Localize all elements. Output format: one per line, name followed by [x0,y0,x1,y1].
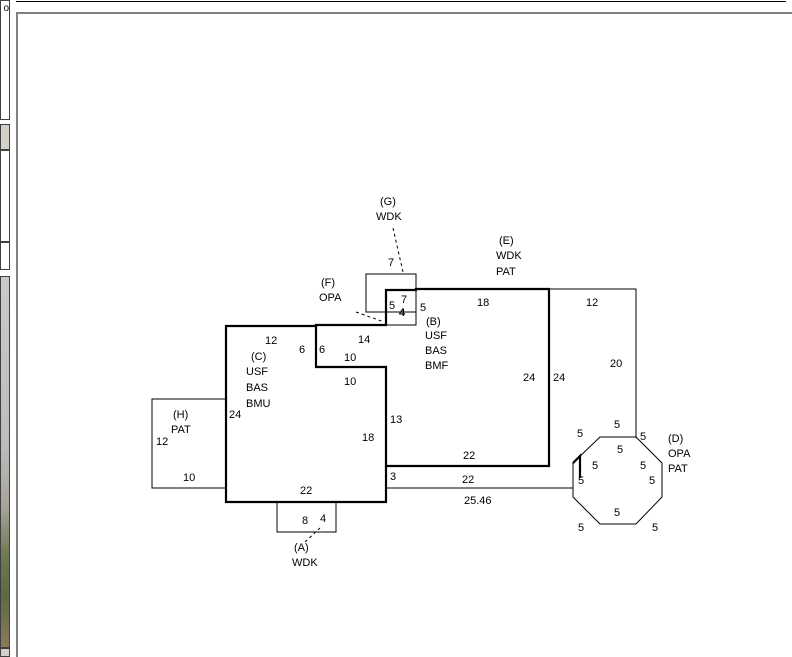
dim-d-bottomright-outer: 5 [652,522,658,534]
dim-notch-right: 5 [420,302,426,314]
dim-d-right-outer: 5 [649,475,655,487]
g-leader [392,227,404,273]
area-b-label: (B) [426,316,441,328]
left-small-box [0,242,10,270]
sketch-frame [16,12,792,657]
area-h-code-1: PAT [171,424,191,436]
main-building-outline [224,287,551,504]
dim-c-step-horizontal: 10 [344,352,356,364]
area-c-code-2: BAS [246,382,268,394]
area-g-label: (G) [380,196,396,208]
area-a-label: (A) [294,542,309,554]
area-e-label: (E) [499,235,514,247]
dim-c-step-inner: 10 [344,376,356,388]
d-bold-corner [572,453,582,478]
area-d-code-1: OPA [668,448,691,460]
area-e-code-2: PAT [496,266,516,278]
dim-d-bottom-inner: 5 [614,507,620,519]
dim-c-bottom: 22 [300,485,312,497]
dim-d-topright-inner: 5 [640,431,646,443]
area-c-code-3: BMU [246,398,271,410]
dim-f-left: 5 [389,300,395,312]
header-rule [16,0,786,2]
area-d-code-2: PAT [668,463,688,475]
left-info-box: o [0,0,10,120]
dim-c-step-right: 6 [319,344,325,356]
dim-b-bottom: 22 [463,450,475,462]
a-leader [304,527,321,543]
left-tab-button[interactable] [0,124,10,150]
dim-e-top: 12 [586,297,598,309]
dim-g-top: 7 [388,257,394,269]
dim-h-bottom: 10 [183,472,195,484]
dim-c-right: 18 [362,432,374,444]
dim-e-right: 20 [610,358,622,370]
c-interior-step [314,326,388,466]
dim-b-right-inner: 24 [523,372,535,384]
f-leader [355,311,385,323]
left-list-box [0,150,10,242]
left-side-panel: o [0,0,13,657]
clipped-text: o [3,3,9,14]
area-d-label: (D) [668,433,683,445]
dim-b-left-lower: 13 [390,414,402,426]
dim-c-top: 12 [265,335,277,347]
property-photo[interactable] [0,276,10,648]
dim-f-bottom: 4 [399,307,406,319]
area-b-code-3: BMF [425,360,449,372]
area-b-code-2: BAS [425,345,447,357]
area-h-label: (H) [173,409,188,421]
dim-d-top-outer: 5 [614,419,620,431]
area-f-code-1: OPA [319,292,342,304]
area-e-code-1: WDK [496,250,522,262]
area-c-code-1: USF [246,366,268,378]
dim-lower-diagonal: 25.46 [464,495,492,507]
area-d-octagon [572,436,663,525]
dim-d-topleft-inner: 5 [592,460,598,472]
dim-f-right: 7 [401,294,407,306]
dim-c-small: 3 [390,471,396,483]
area-e-outline [549,288,637,438]
dim-c-left: 24 [229,409,241,421]
dim-c-step-left: 6 [299,344,305,356]
dim-b-right-outer: 24 [553,372,565,384]
area-c-label: (C) [251,351,266,363]
dim-d-right-inner: 5 [640,460,646,472]
area-b-code-1: USF [425,330,447,342]
dim-d-topleft-outer: 5 [577,428,583,440]
area-a-code-1: WDK [292,557,318,569]
dim-a-bottom: 8 [302,515,308,527]
dim-lower-line: 22 [462,474,474,486]
dim-d-left-inner: 5 [578,475,584,487]
dim-b-top: 18 [477,297,489,309]
dim-d-top-inner: 5 [617,444,623,456]
area-g-code-1: WDK [376,211,402,223]
area-f-label: (F) [321,277,335,289]
dim-a-right: 4 [320,513,326,525]
dim-notch-top: 14 [358,334,370,346]
dim-h-left: 12 [156,436,168,448]
dim-d-bottomleft-outer: 5 [578,522,584,534]
